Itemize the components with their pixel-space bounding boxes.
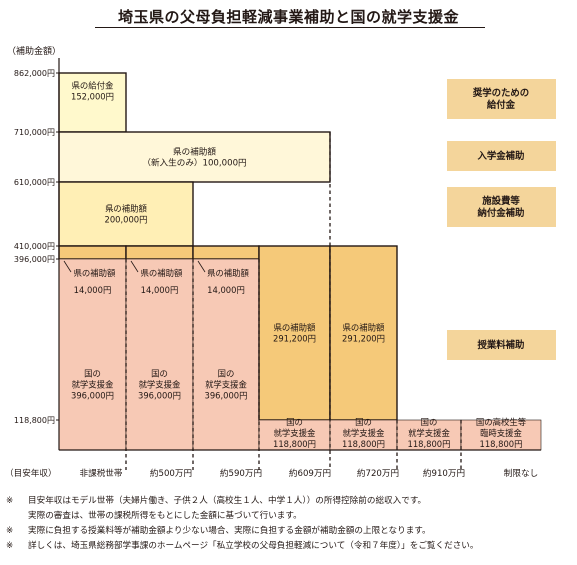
y-axis-label: （補助金額） bbox=[7, 45, 61, 57]
x-tick-label: 約720万円 bbox=[357, 467, 399, 479]
page-title: 埼玉県の父母負担軽減事業補助と国の就学支援金 bbox=[117, 8, 459, 26]
category-label: 奨学のための給付金 bbox=[472, 87, 529, 111]
footnote-1: ※ 目安年収はモデル世帯（夫婦片働き、子供２人（高校生１人、中学１人））の所得控… bbox=[6, 494, 576, 509]
block-amount: 118,800円 bbox=[342, 439, 385, 449]
category-box-tuition bbox=[447, 330, 556, 360]
block-amount: 291,200円 bbox=[342, 333, 385, 343]
y-tick-label: 410,000円 bbox=[14, 242, 55, 251]
category-label: 入学金補助 bbox=[477, 150, 525, 162]
y-tick-label: 118,800円 bbox=[14, 416, 55, 425]
block-national bbox=[192, 258, 260, 451]
block-label: 県の補助額 bbox=[207, 268, 249, 278]
x-tick-label: 非課税世帯 bbox=[80, 467, 123, 479]
block-tuition-pref bbox=[192, 245, 260, 260]
y-tick-label: 710,000円 bbox=[14, 128, 55, 137]
block-amount: 14,000円 bbox=[141, 285, 179, 295]
y-tick-label: 862,000円 bbox=[14, 69, 55, 78]
block-amount: 118,800円 bbox=[273, 439, 316, 449]
category-box-grant bbox=[447, 79, 556, 119]
block-label: 国の就学支援金 bbox=[139, 369, 181, 390]
x-tick-label: 約910万円 bbox=[423, 467, 465, 479]
note-text: 実際に負担する授業料等が補助金額より少ない場合、実際に負担する金額が補助金額の上… bbox=[28, 526, 431, 536]
block-label: 県の補助額 bbox=[74, 268, 116, 278]
block-label: 県の補助額 bbox=[274, 323, 316, 333]
note-mark: ※ bbox=[6, 541, 14, 551]
block-label: 国の高校生等臨時支援金 bbox=[476, 417, 526, 438]
block-label: 国の就学支援金 bbox=[205, 369, 247, 390]
footnote-2: ※ 実際に負担する授業料等が補助金額より少ない場合、実際に負担する金額が補助金額… bbox=[6, 524, 576, 539]
block-amount: 14,000円 bbox=[207, 285, 245, 295]
block-label: 県の補助額 bbox=[141, 268, 183, 278]
block-entrance bbox=[58, 131, 331, 183]
block-amount: 118,800円 bbox=[479, 439, 522, 449]
block-tuition-pref bbox=[125, 245, 194, 260]
block-amount: 291,200円 bbox=[273, 333, 316, 343]
footnote-3: ※ 詳しくは、埼玉県総務部学事課のホームページ「私立学校の父母負担軽減について（… bbox=[6, 539, 576, 554]
y-tick-label: 610,000円 bbox=[14, 178, 55, 187]
block-label: 県の補助額（新入生のみ）100,000円 bbox=[142, 145, 246, 168]
block-amount: 152,000円 bbox=[71, 91, 114, 101]
leader-line bbox=[130, 260, 139, 273]
category-label: 授業料補助 bbox=[478, 339, 525, 351]
x-tick-label: 制限なし bbox=[504, 467, 538, 479]
note-text: 詳しくは、埼玉県総務部学事課のホームページ「私立学校の父母負担軽減について（令和… bbox=[28, 541, 479, 551]
block-label: 県の給付金 bbox=[72, 81, 114, 91]
note-text: 目安年収はモデル世帯（夫婦片働き、子供２人（高校生１人、中学１人））の所得控除前… bbox=[28, 496, 427, 506]
block-tuition-pref bbox=[58, 245, 127, 260]
block-label: 国の就学支援金 bbox=[343, 417, 385, 438]
block-label: 国の就学支援金 bbox=[274, 417, 316, 438]
block-label: 県の補助額 bbox=[105, 204, 147, 214]
block-label: 国の就学支援金 bbox=[72, 369, 114, 390]
x-tick-label: 約500万円 bbox=[150, 467, 192, 479]
x-axis-label: （目安年収） bbox=[5, 467, 57, 479]
block-amount: 14,000円 bbox=[74, 285, 112, 295]
block-amount: 396,000円 bbox=[71, 390, 114, 400]
leader-line bbox=[63, 260, 72, 273]
block-label: 国の就学支援金 bbox=[408, 417, 450, 438]
leader-line bbox=[197, 260, 206, 273]
block-amount: 396,000円 bbox=[204, 390, 247, 400]
block-tuition-pref bbox=[329, 245, 398, 421]
x-tick-label: 約609万円 bbox=[289, 467, 331, 479]
block-amount: 118,800円 bbox=[407, 439, 450, 449]
category-box-entrance bbox=[447, 141, 556, 171]
block-amount: 396,000円 bbox=[138, 390, 181, 400]
block-national bbox=[125, 258, 194, 451]
x-tick-label: 約590万円 bbox=[220, 467, 262, 479]
block-facility bbox=[58, 181, 194, 247]
footnote-1-continued: 実際の審査は、世帯の課税所得をもとにした金額に基づいて行います。 bbox=[28, 511, 302, 521]
category-label: 施設費等納付金補助 bbox=[478, 195, 525, 219]
footnotes: ※ 目安年収はモデル世帯（夫婦片働き、子供２人（高校生１人、中学１人））の所得控… bbox=[6, 494, 576, 554]
category-box-facility bbox=[447, 187, 556, 227]
block-amount: 200,000円 bbox=[104, 214, 147, 224]
title-underline bbox=[95, 27, 485, 28]
note-mark: ※ bbox=[6, 496, 14, 506]
block-label: 県の補助額 bbox=[343, 323, 385, 333]
block-national bbox=[258, 419, 331, 451]
y-tick-label: 396,000円 bbox=[14, 255, 55, 264]
note-mark: ※ bbox=[6, 526, 14, 536]
